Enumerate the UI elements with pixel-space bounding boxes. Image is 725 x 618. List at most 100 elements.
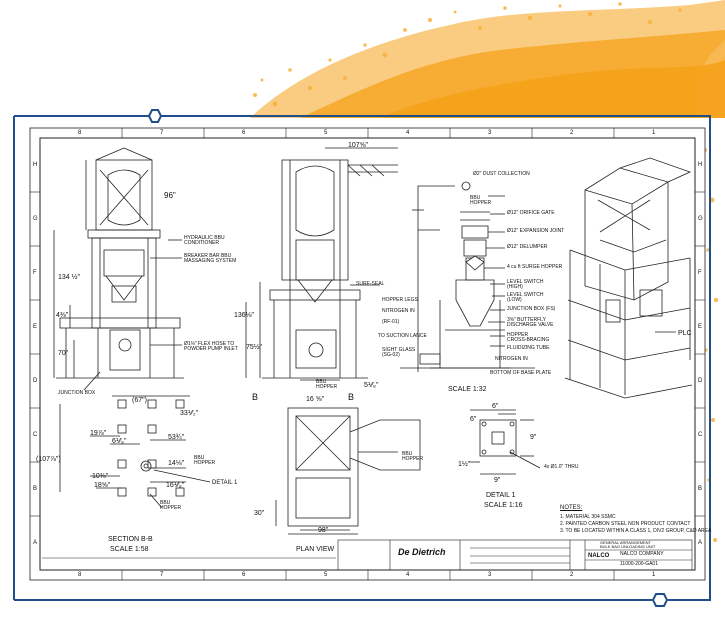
dim-16: 16 ⅝" — [306, 396, 325, 403]
callout-bbu-hopper-2: BBU HOPPER — [160, 500, 182, 511]
dim-107b: (107⅞") — [36, 456, 61, 463]
callout-sureseal: SURE-SEAL — [356, 281, 385, 287]
border-top-5: 4 — [406, 130, 410, 136]
detail-dim-9b: 9" — [494, 477, 501, 484]
border-left-g: G — [33, 216, 38, 222]
section-bb-title: SECTION B-B — [108, 536, 153, 543]
section-bb-view — [59, 395, 211, 509]
callout-bbu-hopper-plan: BBU HOPPER — [402, 451, 424, 462]
dim-136: 136⅛" — [234, 312, 255, 319]
callout-breaker: BREAKER BAR BBU MASSAGING SYSTEM — [184, 253, 237, 264]
border-bottom-8: 1 — [652, 572, 656, 578]
border-right-a: A — [698, 540, 703, 546]
drawing-title: GENERAL ARRANGEMENT BULK BAG UNLOADING U… — [600, 540, 656, 549]
border-bottom-1: 8 — [78, 572, 82, 578]
border-top-3: 6 — [242, 130, 246, 136]
border-right-c: C — [698, 432, 703, 438]
detail-title: DETAIL 1 — [486, 492, 516, 499]
dim-18: 18⅝" — [94, 482, 111, 489]
callout-bbu-hopper-1: BBU HOPPER — [194, 455, 216, 466]
note-2: 2. PAINTED CARBON STEEL NON PRODUCT CONT… — [560, 521, 691, 527]
label-fluidizing: FLUIDIZING TUBE — [507, 345, 550, 351]
dim-6: 6⅟⁄₈" — [112, 438, 127, 445]
dim-19: 19⅞" — [90, 430, 107, 437]
border-left-h: H — [33, 162, 38, 168]
label-surge: 4 cu ft SURGE HOPPER — [507, 264, 563, 270]
border-left-a: A — [33, 540, 38, 546]
border-right-f: F — [698, 270, 702, 276]
border-right-b: B — [698, 486, 703, 492]
section-bb-scale: SCALE 1:58 — [110, 546, 149, 553]
border-top-4: 5 — [324, 130, 328, 136]
company-name: NALCO COMPANY — [620, 551, 664, 557]
dim-4: 4⅜" — [56, 312, 69, 319]
callout-bbu-hopper-center: BBU HOPPER — [316, 379, 338, 390]
left-elevation-view — [53, 147, 184, 391]
dim-5: 5⅟⁄₈" — [364, 382, 379, 389]
detail-1-view — [470, 409, 541, 475]
plan-view-title: PLAN VIEW — [296, 546, 335, 553]
detail-dim-1: 1½" — [458, 461, 471, 468]
border-left-e: E — [33, 324, 38, 330]
border-left-b: B — [33, 486, 38, 492]
border-top-7: 2 — [570, 130, 574, 136]
dim-96: 96" — [164, 191, 176, 200]
detail-scale: SCALE 1:16 — [484, 502, 523, 509]
border-left-d: D — [33, 378, 38, 384]
de-dietrich-logo: De Dietrich — [398, 547, 446, 557]
process-schematic — [400, 181, 535, 372]
dim-53: 53¾" — [168, 434, 185, 441]
border-bottom-4: 5 — [324, 572, 328, 578]
drawing-number: 11000-200-GA01 — [620, 561, 658, 567]
isometric-view — [564, 157, 693, 399]
border-bottom-3: 6 — [242, 572, 246, 578]
border-left-c: C — [33, 432, 38, 438]
label-sight-glass: SIGHT GLASS (SG-02) — [382, 347, 416, 358]
dim-10: 10⅜" — [92, 473, 109, 480]
label-nitrogen-left: NITROGEN IN — [382, 308, 415, 314]
dim-30: 30" — [254, 510, 265, 517]
plan-view — [275, 407, 421, 535]
label-expansion: Ø12" EXPANSION JOINT — [507, 228, 565, 234]
label-bbu-hopper-proc: BBU HOPPER — [470, 195, 492, 206]
label-cross-bracing: HOPPER CROSS-BRACING — [507, 332, 550, 343]
label-nitrogen-right: NITROGEN IN — [495, 356, 528, 362]
dim-14: 14⅛" — [168, 460, 185, 467]
border-top-8: 1 — [652, 130, 656, 136]
label-base-plate: BOTTOM OF BASE PLATE — [490, 370, 552, 376]
label-butterfly: 3⅝" BUTTERFLY DISCHARGE VALVE — [507, 317, 554, 328]
callout-junction: JUNCTION BOX — [58, 390, 96, 396]
border-top-2: 7 — [160, 130, 164, 136]
label-junction-fs: JUNCTION BOX (FS) — [507, 306, 556, 312]
label-delumper: Ø12" DELUMPER — [507, 244, 548, 250]
callout-hydraulic: HYDRAULIC BBU CONDITIONER — [184, 235, 225, 246]
label-level-low: LEVEL SWITCH (LOW) — [507, 292, 544, 303]
detail-dim-9a: 9" — [530, 434, 537, 441]
dim-70: 70" — [58, 350, 69, 357]
hexagon-marker-bottom — [651, 593, 669, 607]
dim-107: 107⅝" — [348, 142, 369, 149]
note-3: 3. TO BE LOCATED WITHIN A CLASS 1, DIV2 … — [560, 528, 712, 534]
dim-16b: 16⅟⁄₈" — [166, 482, 185, 489]
label-orifice: Ø12" ORIFICE GATE — [507, 210, 555, 216]
label-hopper-legs: HOPPER LEGS — [382, 297, 418, 303]
center-elevation-view — [245, 147, 398, 381]
border-top-1: 8 — [78, 130, 82, 136]
label-dust: Ø2" DUST COLLECTION — [473, 171, 530, 177]
border-right-h: H — [698, 162, 703, 168]
border-bottom-5: 4 — [406, 572, 410, 578]
detail-holes: 4x Ø1.0" THRU — [544, 464, 579, 470]
border-bottom-7: 2 — [570, 572, 574, 578]
section-marker-b-right: B — [348, 392, 355, 402]
border-right-g: G — [698, 216, 703, 222]
border-bottom-6: 3 — [488, 572, 492, 578]
border-bottom-2: 7 — [160, 572, 164, 578]
nalco-logo: NALCO — [588, 553, 610, 559]
dim-75: 75½" — [246, 344, 263, 351]
dim-33: 33⅟⁄₂" — [180, 410, 199, 417]
notes-title: NOTES: — [560, 505, 583, 511]
label-rf01: (RF-01) — [382, 319, 400, 325]
